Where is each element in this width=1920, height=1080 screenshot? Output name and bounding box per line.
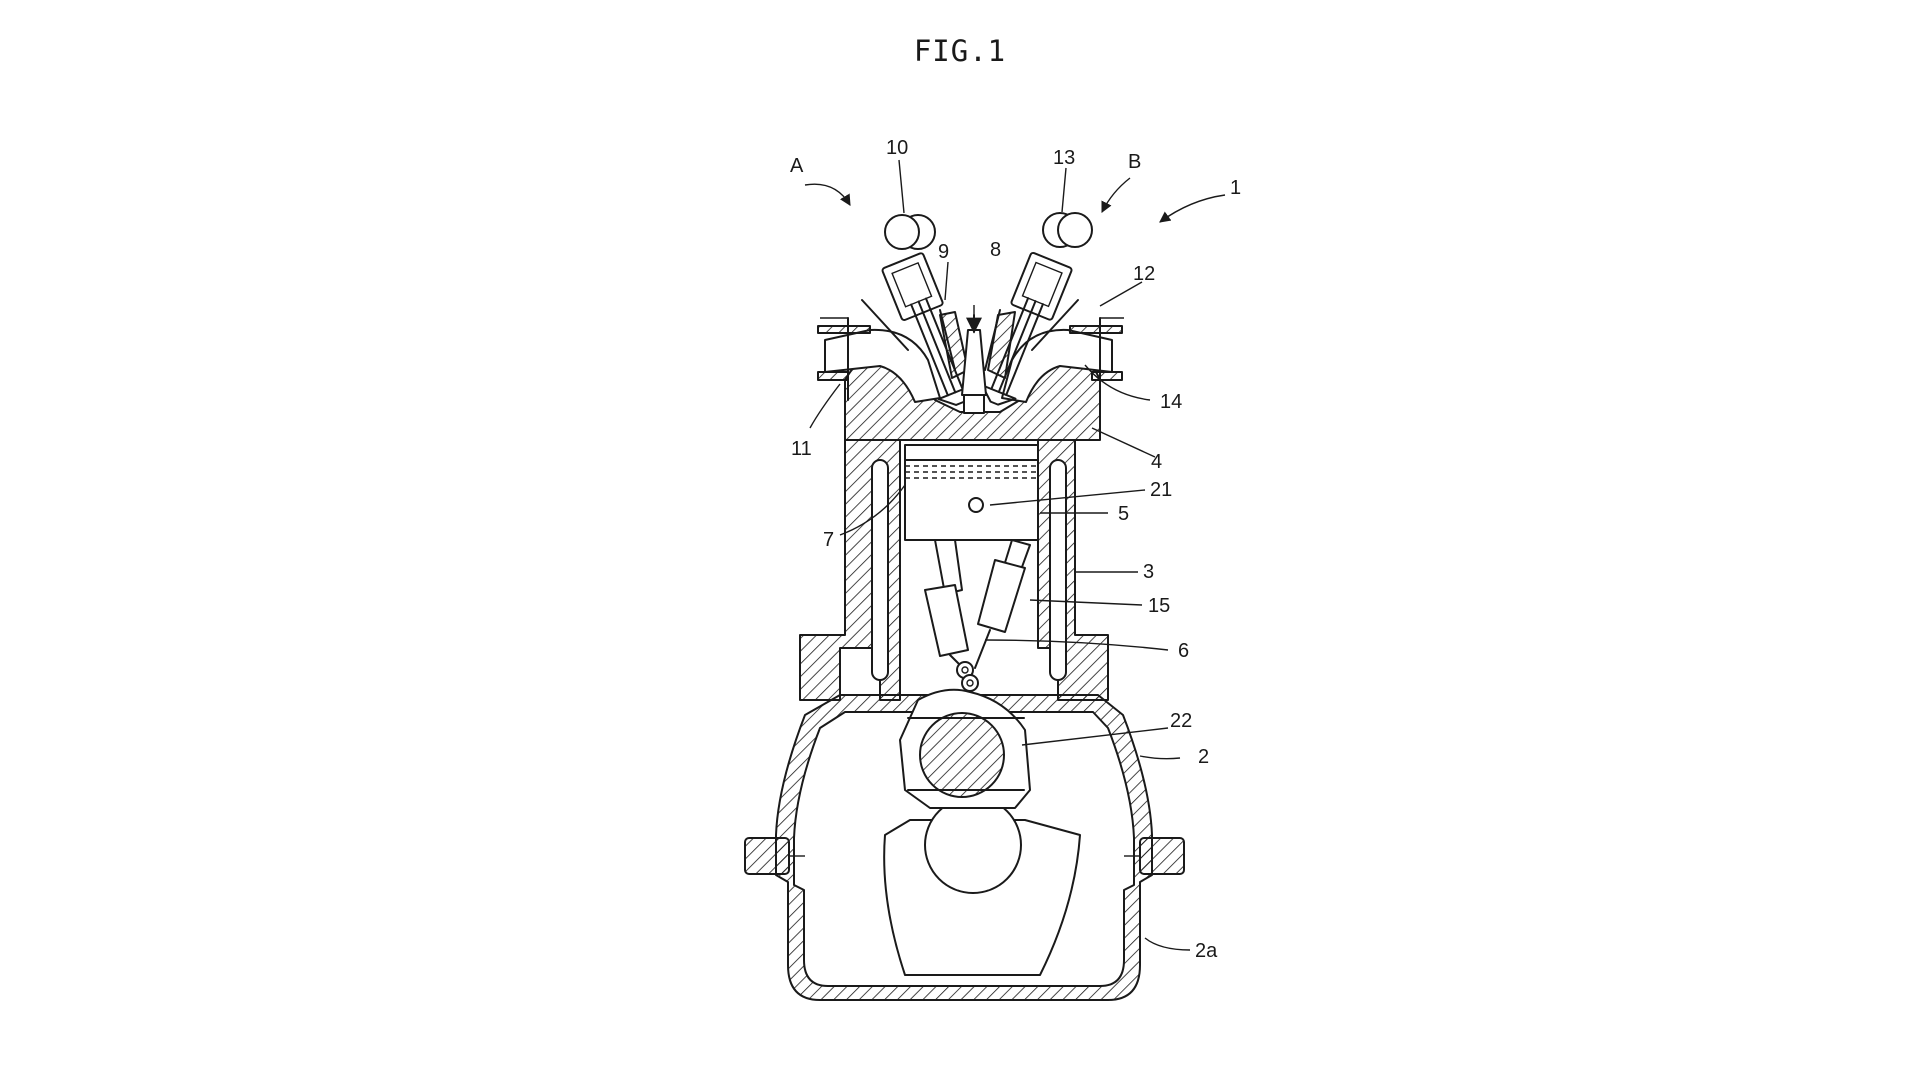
label-9: 9 — [938, 241, 949, 263]
label-22: 22 — [1170, 710, 1192, 732]
label-5: 5 — [1118, 503, 1129, 525]
piston-crown — [904, 444, 1039, 541]
piston — [904, 444, 1039, 541]
label-21: 21 — [1150, 479, 1172, 501]
crankshaft — [883, 688, 1081, 976]
exhaust-valve-head-12 — [981, 384, 1017, 406]
label-11: 11 — [791, 438, 812, 460]
con-rod-upper-left — [934, 539, 963, 595]
reference-labels: A 10 13 B 1 9 8 12 14 11 4 21 5 7 3 15 6… — [790, 137, 1241, 962]
exhaust-manifold-upper — [1069, 325, 1123, 334]
exhaust-valve-train — [981, 212, 1093, 406]
cylinder-head — [817, 299, 1124, 441]
crankcase-flange-right — [1139, 837, 1185, 875]
label-2: 2 — [1198, 746, 1209, 768]
label-15: 15 — [1148, 595, 1170, 617]
exhaust-cam-13-lobe — [1057, 212, 1093, 248]
label-A: A — [790, 155, 804, 177]
cylinder-wall-right — [1037, 439, 1109, 701]
con-rod-block-right — [977, 559, 1026, 633]
label-4: 4 — [1151, 451, 1162, 473]
label-13: 13 — [1053, 147, 1075, 169]
water-jacket-left — [871, 459, 889, 681]
crankcase-flange-left — [744, 837, 790, 875]
connecting-rods — [924, 539, 1031, 692]
figure-title: FIG.1 — [913, 34, 1007, 68]
label-6: 6 — [1178, 640, 1189, 662]
label-B: B — [1128, 151, 1141, 173]
label-12: 12 — [1133, 263, 1155, 285]
label-7: 7 — [823, 529, 834, 551]
label-8: 8 — [990, 239, 1001, 261]
intake-manifold-lower — [817, 371, 849, 381]
label-2a: 2a — [1195, 940, 1218, 962]
intake-valve-train — [881, 214, 973, 406]
crank-counterweight-hole — [924, 796, 1022, 894]
con-rod-block-left — [924, 584, 969, 657]
spark-plug — [961, 305, 987, 414]
crank-journal-22 — [919, 712, 1005, 798]
water-jacket-right — [1049, 459, 1067, 681]
leader-lines — [804, 159, 1226, 951]
label-14: 14 — [1160, 391, 1182, 413]
label-10: 10 — [886, 137, 908, 159]
label-3: 3 — [1143, 561, 1154, 583]
intake-manifold-upper — [817, 325, 871, 334]
intake-cam-10-lobe — [884, 214, 920, 250]
piston-pin-21 — [968, 497, 984, 513]
label-1: 1 — [1230, 177, 1241, 199]
